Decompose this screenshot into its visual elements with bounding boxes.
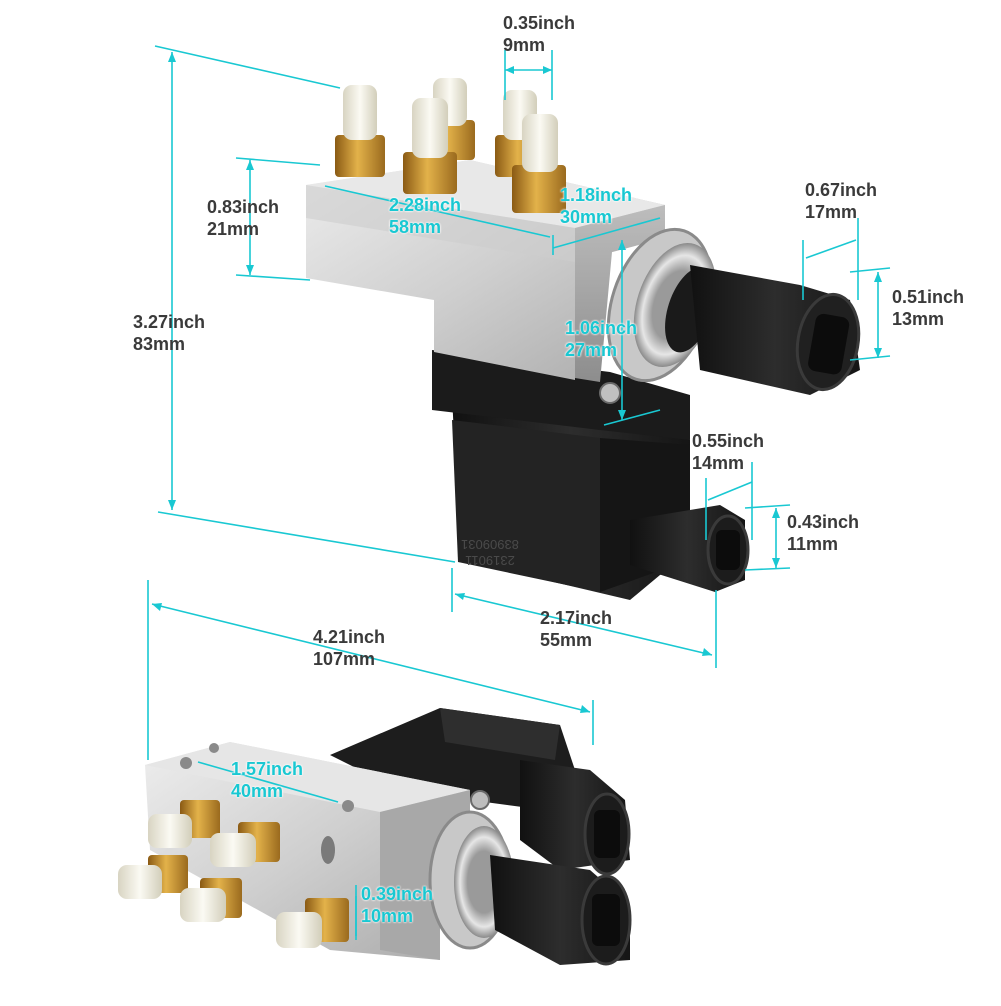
aluminum-manifold-block bbox=[306, 160, 665, 404]
side-fitting-4 bbox=[180, 878, 242, 922]
svg-text:83909031: 83909031 bbox=[461, 537, 519, 552]
dimension-mm: 17mm bbox=[805, 202, 858, 222]
dimension-mm: 58mm bbox=[389, 217, 442, 237]
dimension-inch: 0.35inch bbox=[503, 13, 576, 33]
dimension-mm: 9mm bbox=[503, 35, 546, 55]
dimension-mm: 21mm bbox=[207, 219, 260, 239]
housing-marking: 2319011 83909031 bbox=[461, 537, 519, 568]
side-connectors bbox=[490, 760, 632, 966]
dimension-mm: 55mm bbox=[540, 630, 593, 650]
valve-block-top-view: 2319011 83909031 bbox=[306, 78, 861, 600]
dimension-total-height: 3.27inch 83mm bbox=[133, 311, 205, 355]
dimension-mm: 27mm bbox=[565, 340, 618, 360]
dimension-small-connector-width: 0.55inch 14mm bbox=[692, 430, 764, 474]
dimension-inch: 0.39inch bbox=[361, 884, 434, 904]
screw-icon bbox=[599, 382, 621, 404]
dimension-inch: 1.57inch bbox=[231, 759, 304, 779]
dimension-port-spacing: 0.35inch 9mm bbox=[503, 12, 575, 56]
dimension-inch: 0.43inch bbox=[787, 512, 860, 532]
dimension-mm: 13mm bbox=[892, 309, 945, 329]
dimension-fitting-diameter: 0.39inch 10mm bbox=[361, 883, 433, 927]
fitting-1 bbox=[335, 85, 385, 177]
dimension-inch: 0.67inch bbox=[805, 180, 878, 200]
dimension-port-row-length: 2.28inch 58mm bbox=[389, 194, 461, 238]
dimension-mm: 40mm bbox=[231, 781, 284, 801]
dimension-inch: 2.17inch bbox=[540, 608, 613, 628]
dimension-connector-height: 0.51inch 13mm bbox=[892, 286, 964, 330]
side-screw-icon bbox=[470, 790, 490, 810]
dimension-inch: 4.21inch bbox=[313, 627, 386, 647]
dimension-inch: 0.55inch bbox=[692, 431, 765, 451]
side-fitting-1 bbox=[148, 800, 220, 848]
small-electrical-connector bbox=[630, 505, 750, 592]
dimension-block-end-width: 1.18inch 30mm bbox=[560, 184, 632, 228]
svg-text:2319011: 2319011 bbox=[465, 553, 515, 568]
dimension-mm: 10mm bbox=[361, 906, 414, 926]
solenoid-housing bbox=[432, 350, 690, 600]
side-fitting-5 bbox=[276, 898, 349, 948]
dimension-inch: 2.28inch bbox=[389, 195, 462, 215]
dimension-total-length: 4.21inch 107mm bbox=[313, 626, 385, 670]
dimension-lines bbox=[147, 45, 891, 940]
fitting-5 bbox=[512, 114, 566, 213]
main-electrical-connector bbox=[690, 265, 861, 395]
dimension-mm: 107mm bbox=[313, 649, 376, 669]
dimension-mm: 11mm bbox=[787, 534, 839, 554]
side-fittings bbox=[118, 800, 349, 948]
dimension-nut-diameter: 1.06inch 27mm bbox=[565, 317, 637, 361]
dimension-inch: 3.27inch bbox=[133, 312, 206, 332]
valve-block-side-view bbox=[118, 708, 632, 966]
fitting-3 bbox=[403, 98, 457, 194]
dimension-housing-depth: 2.17inch 55mm bbox=[540, 607, 612, 651]
dimension-mm: 30mm bbox=[560, 207, 613, 227]
side-fitting-2 bbox=[210, 822, 280, 867]
dimension-inch: 0.83inch bbox=[207, 197, 280, 217]
dimension-arrowheads bbox=[152, 52, 882, 713]
dimension-connector-width: 0.67inch 17mm bbox=[805, 179, 877, 223]
dimension-block-height: 0.83inch 21mm bbox=[207, 196, 279, 240]
air-fittings-top bbox=[335, 78, 566, 213]
dimension-mount-hole-spacing: 1.57inch 40mm bbox=[231, 758, 303, 802]
side-fitting-3 bbox=[118, 855, 188, 899]
dimension-inch: 1.18inch bbox=[560, 185, 633, 205]
dimension-mm: 14mm bbox=[692, 453, 745, 473]
side-pressure-nut bbox=[428, 810, 514, 950]
dimension-small-connector-height: 0.43inch 11mm bbox=[787, 511, 859, 555]
dimension-inch: 1.06inch bbox=[565, 318, 638, 338]
dimension-inch: 0.51inch bbox=[892, 287, 965, 307]
dimension-mm: 83mm bbox=[133, 334, 186, 354]
